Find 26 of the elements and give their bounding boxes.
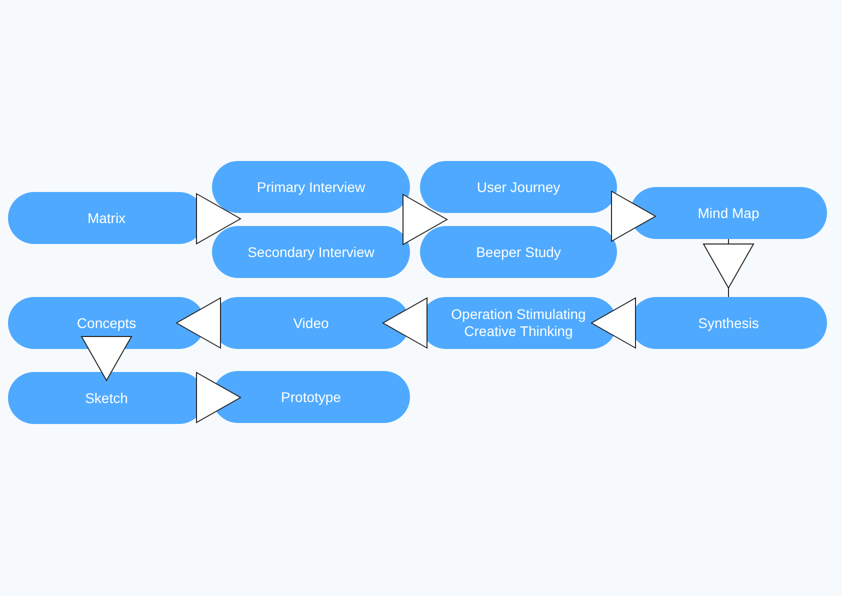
- process-pill: [630, 187, 827, 239]
- chevron-arrow: [591, 298, 636, 348]
- node-label: Prototype: [281, 388, 341, 406]
- chevron-arrow: [703, 238, 754, 298]
- chevron-arrow: [382, 298, 428, 348]
- node-label: Beeper Study: [476, 244, 561, 260]
- chevron-arrow: [176, 298, 221, 348]
- node-label: Primary Interview: [256, 178, 366, 196]
- process-pill: [212, 226, 410, 278]
- node-label: Concepts: [76, 314, 136, 332]
- chevron-arrow: [196, 372, 241, 423]
- chevron-arrow: [402, 194, 448, 245]
- node-label: Secondary Interview: [248, 244, 374, 260]
- node-label: Video: [293, 314, 329, 332]
- process-pill: [420, 161, 617, 213]
- node-label: Synthesis: [698, 314, 759, 332]
- process-pill: [212, 161, 410, 213]
- node-label: Matrix: [87, 210, 126, 226]
- chevron-arrow: [81, 336, 132, 381]
- chevron-arrow: [611, 190, 656, 242]
- process-pill: [420, 226, 617, 278]
- node-label: Operation Stimulating Creative Thinking: [450, 306, 587, 340]
- node-label: User Journey: [476, 178, 560, 196]
- node-label: Sketch: [85, 390, 128, 406]
- chevron-arrow: [196, 193, 241, 244]
- node-label: Mind Map: [698, 204, 760, 222]
